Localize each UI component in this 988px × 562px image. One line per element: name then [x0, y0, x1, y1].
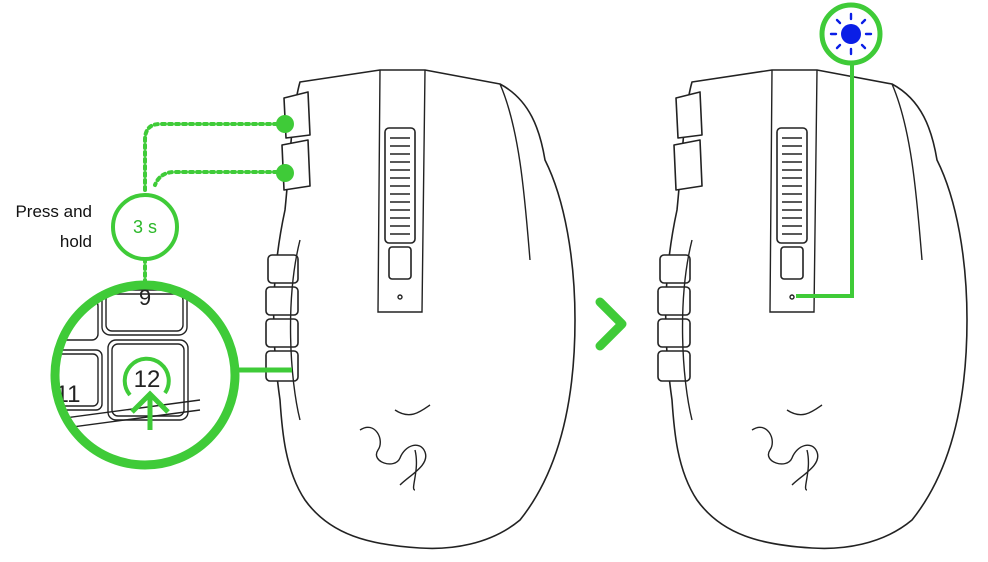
led-callout-line: [796, 62, 854, 298]
key-label-12: 12: [134, 366, 161, 393]
instruction-line2: hold: [60, 232, 92, 251]
zoom-inset: 9 11 12: [50, 280, 240, 470]
mouse-before: [265, 69, 576, 550]
side-button-marker-bottom: [276, 164, 294, 182]
press-ring: [122, 356, 171, 397]
arrow-up-icon: [130, 390, 170, 430]
timer-label: 3 s: [133, 217, 157, 237]
side-button-marker-top: [276, 115, 294, 133]
timer-circle: [111, 193, 179, 261]
key-label-9: 9: [139, 285, 151, 310]
sun-led-icon: [819, 2, 883, 66]
instruction-line1: Press and: [15, 202, 92, 221]
mouse-after: [657, 69, 968, 550]
chevron-right-icon: [595, 297, 627, 351]
